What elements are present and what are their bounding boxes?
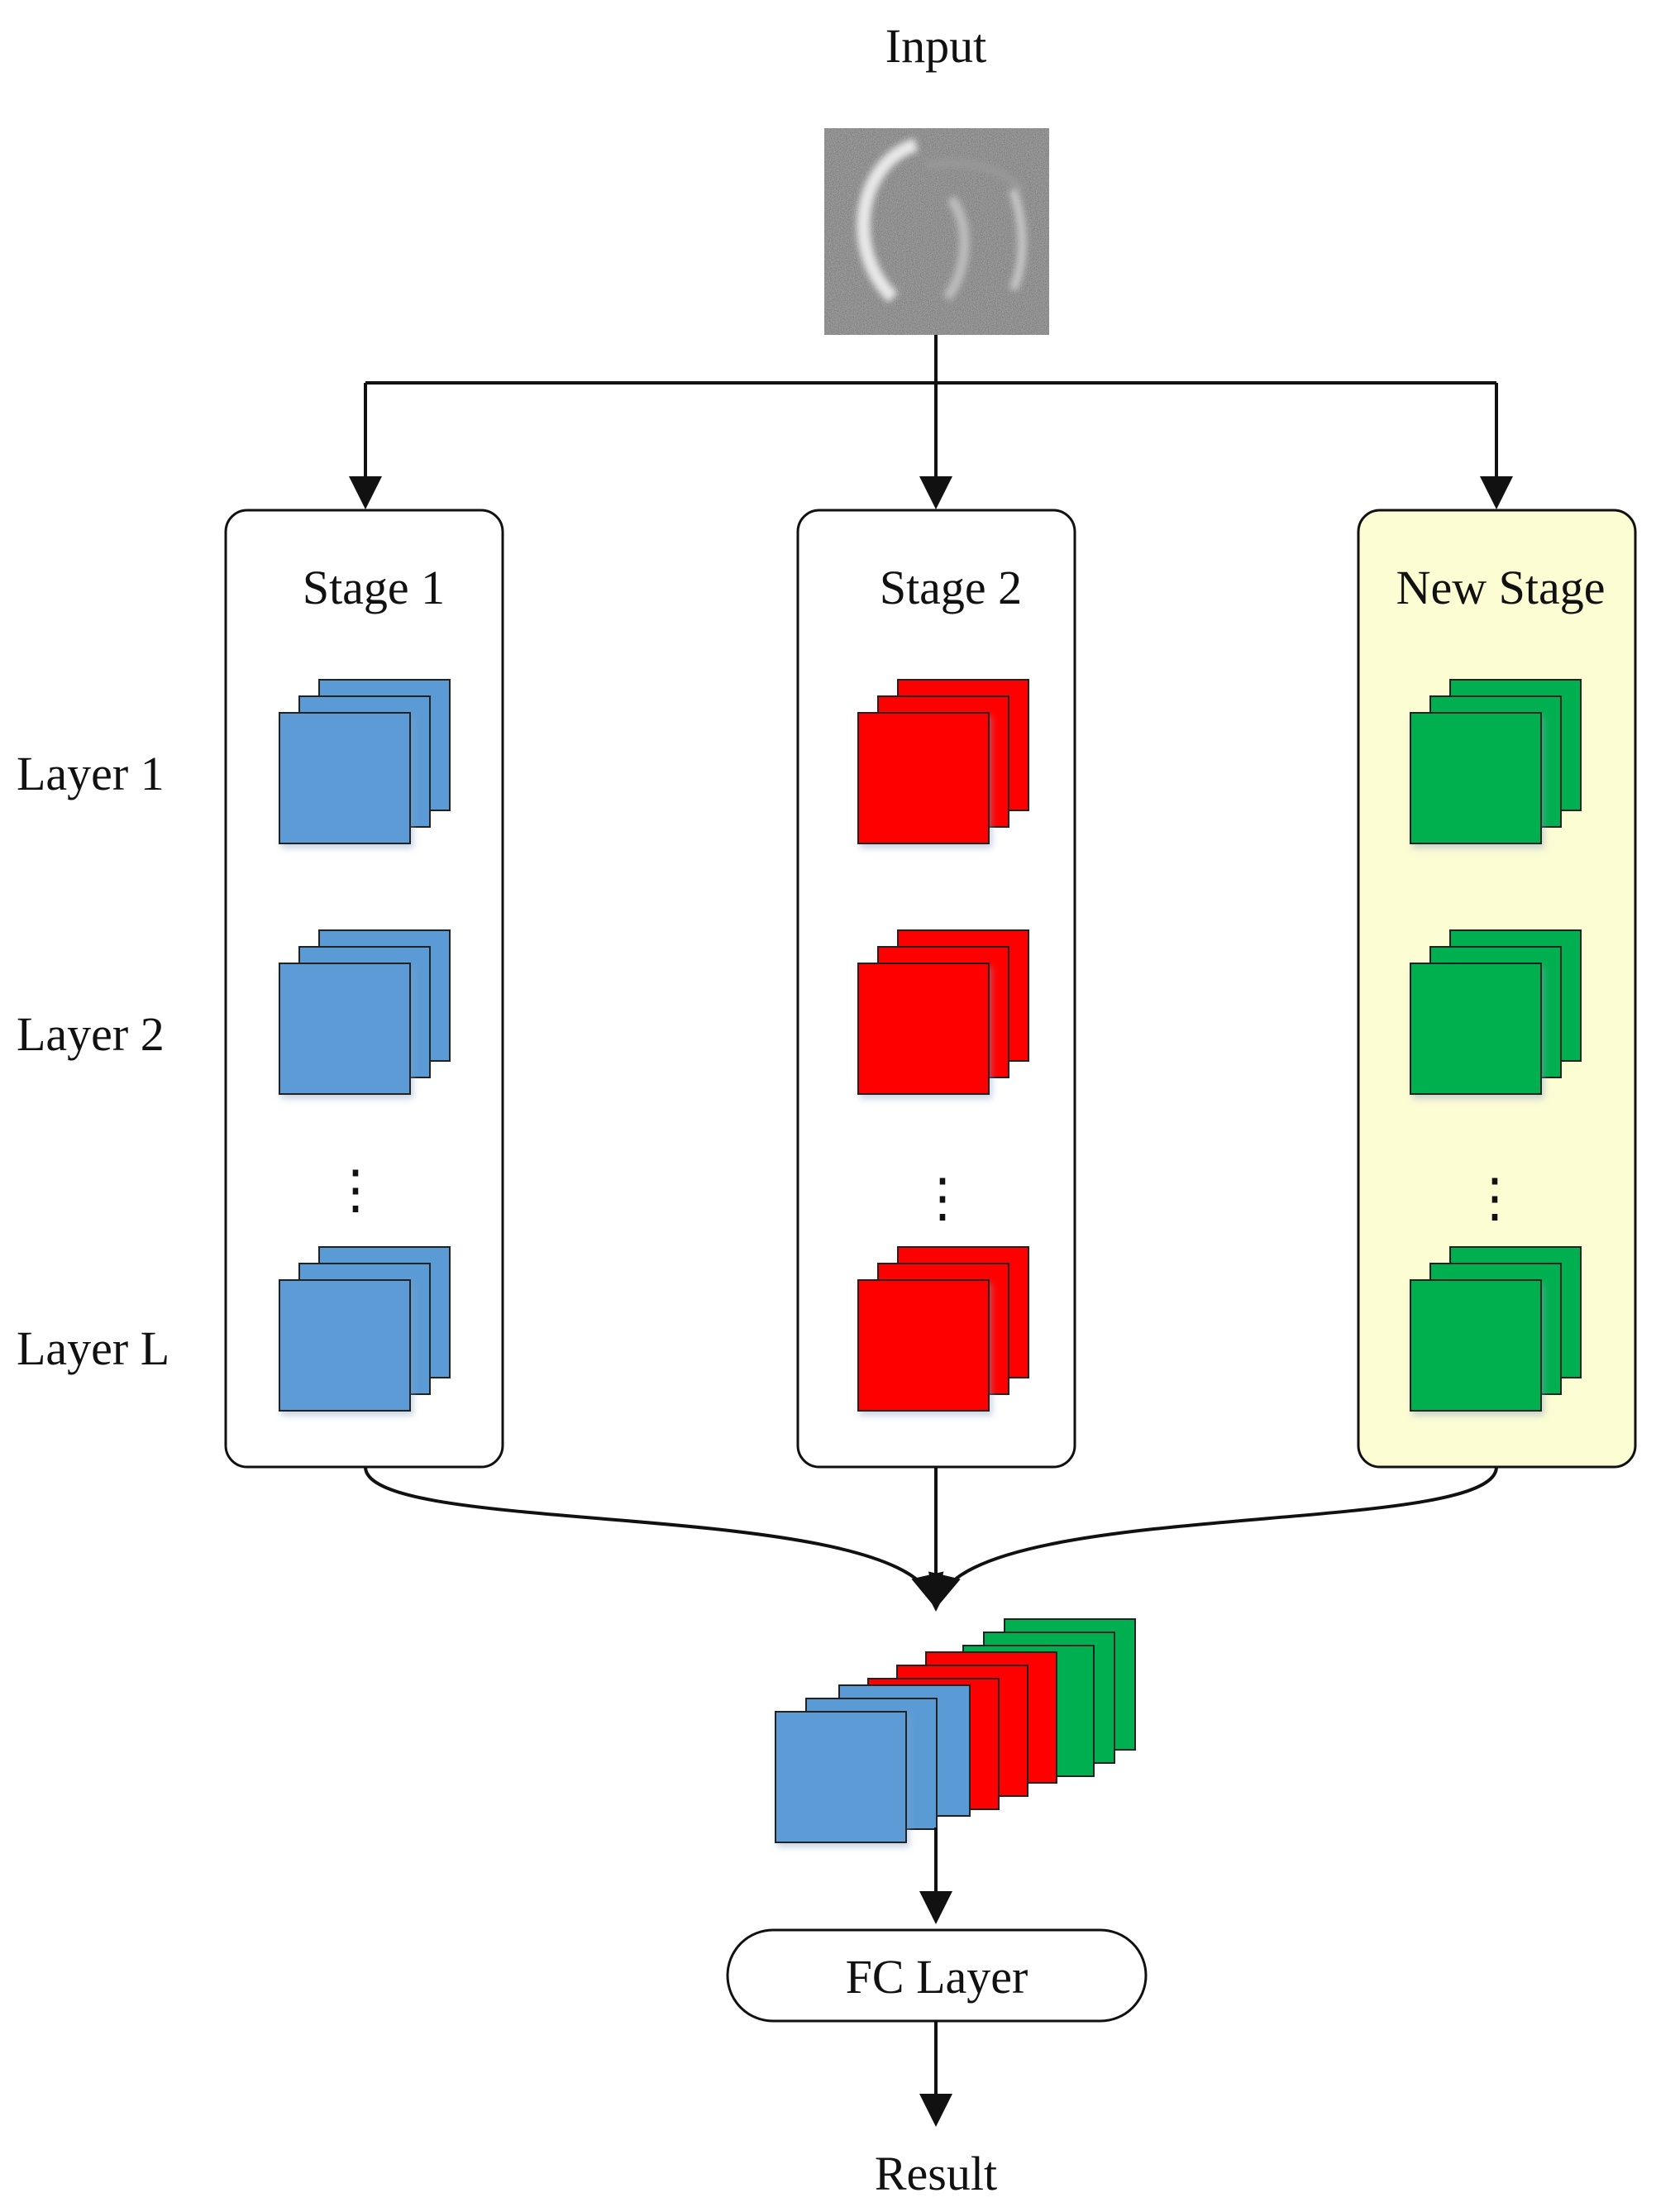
- new-stage-layer-1-map-3: [1410, 712, 1542, 844]
- new-stage-layer-2-map-3: [1410, 963, 1542, 1095]
- merge-arrows: [364, 1466, 1498, 1612]
- stage-1-layer-2-map-3: [279, 963, 411, 1095]
- stage-1-layer-3-map-3: [279, 1279, 411, 1412]
- stage-2-ellipsis: ⋮: [916, 1168, 969, 1227]
- stage-1-title: Stage 1: [303, 561, 445, 614]
- stage-2-layer-3-map-3: [857, 1279, 990, 1412]
- stage-1-ellipsis: ⋮: [329, 1160, 382, 1219]
- fc-layer-label: FC Layer: [846, 1950, 1028, 2004]
- layer-l-label: Layer L: [17, 1321, 169, 1375]
- new-stage-ellipsis: ⋮: [1468, 1168, 1521, 1227]
- result-label: Result: [875, 2147, 997, 2200]
- concatenated-feature-maps: [775, 1618, 1136, 1843]
- new-stage-layer-3-map-3: [1410, 1279, 1542, 1412]
- new-stage-title: New Stage: [1396, 561, 1606, 614]
- layer-2-label: Layer 2: [17, 1007, 165, 1061]
- stage-1-layer-1-map-3: [279, 712, 411, 844]
- input-label: Input: [885, 19, 986, 73]
- layer-1-label: Layer 1: [17, 747, 165, 800]
- concat-blue-map-3: [775, 1711, 907, 1843]
- feature-map-stacks: [279, 679, 1582, 1412]
- stage-2-layer-2-map-3: [857, 963, 990, 1095]
- stage-2-layer-1-map-3: [857, 712, 990, 844]
- input-image: [824, 128, 1049, 335]
- input-distribution-arrows: [349, 335, 1513, 509]
- stage-2-title: Stage 2: [880, 561, 1022, 614]
